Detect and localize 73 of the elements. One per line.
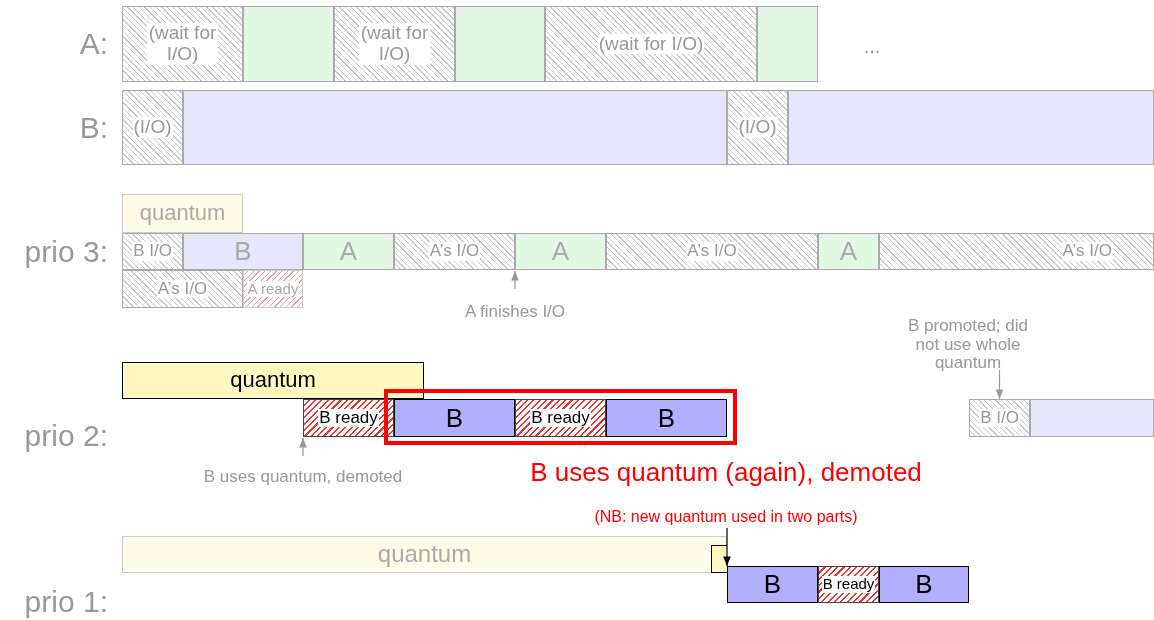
annotation-text: (NB: new quantum used in two parts)	[540, 505, 912, 528]
quantum-bar	[122, 536, 727, 573]
annotation-text: B uses quantum, demoted	[170, 466, 436, 489]
arrow	[995, 369, 1004, 400]
io-wait-segment	[545, 6, 757, 82]
segment-label: A	[838, 237, 859, 266]
segment-label: quantum	[229, 368, 317, 393]
segment-label: B	[914, 570, 934, 599]
annotation-text: A finishes I/O	[440, 301, 590, 323]
segment-label: B	[656, 403, 677, 433]
io-wait-segment	[122, 270, 243, 308]
row-label: prio 1:	[24, 587, 108, 617]
arrow	[299, 437, 307, 457]
segment-label: quantum	[376, 541, 473, 568]
segment-label: (wait for I/O)	[147, 23, 218, 65]
io-wait-segment	[394, 233, 515, 270]
segment-label: B ready	[821, 576, 876, 593]
process-a-segment	[818, 233, 879, 270]
segment-label: B I/O	[132, 242, 173, 261]
io-wait-segment	[879, 233, 1154, 270]
running-segment	[727, 566, 818, 603]
annotation-text: B uses quantum (again), demoted	[530, 459, 922, 485]
row-label: A:	[79, 29, 108, 59]
ready-segment	[818, 566, 879, 603]
row-label: prio 3:	[24, 237, 108, 267]
segment-label: A’s I/O	[686, 242, 738, 261]
segment-label: (wait for I/O)	[597, 33, 705, 55]
io-wait-segment	[606, 233, 818, 270]
process-b-segment	[183, 90, 727, 165]
process-b-segment	[1030, 399, 1154, 437]
segment-label: quantum	[138, 201, 227, 226]
segment-label: B	[762, 570, 783, 599]
segment-label: (wait for I/O)	[359, 23, 430, 65]
segment-label: B	[444, 403, 465, 433]
process-b-segment	[788, 90, 1154, 165]
ready-segment	[243, 270, 303, 308]
running-segment	[879, 566, 969, 603]
running-segment	[606, 399, 727, 437]
io-wait-segment	[969, 399, 1030, 437]
io-wait-segment	[727, 90, 788, 165]
segment-label: A’s I/O	[428, 242, 481, 261]
running-segment	[394, 399, 515, 437]
io-wait-segment	[334, 6, 455, 82]
row-label: ...	[863, 36, 881, 56]
process-b-segment	[183, 233, 303, 270]
process-a-segment	[515, 233, 606, 270]
row-label: prio 2:	[24, 421, 108, 451]
segment-label: A’s I/O	[156, 279, 209, 299]
ready-segment	[515, 399, 606, 437]
segment-label: B ready	[530, 408, 591, 428]
segment-label: A	[338, 237, 359, 266]
io-wait-segment	[122, 6, 243, 82]
process-a-segment	[757, 6, 818, 82]
quantum-bar	[122, 362, 424, 399]
segment-label: (I/O)	[737, 117, 778, 138]
quantum-bar	[122, 194, 243, 233]
segment-label: (I/O)	[132, 117, 173, 138]
io-wait-segment	[122, 90, 183, 165]
process-a-segment	[455, 6, 545, 82]
io-wait-segment	[122, 233, 183, 270]
arrow	[723, 527, 731, 567]
segment-label: A’s I/O	[1061, 242, 1113, 261]
segment-label: B I/O	[979, 408, 1020, 428]
segment-label: A ready	[246, 280, 300, 298]
segment-label: A	[550, 237, 571, 266]
ready-segment	[303, 399, 394, 437]
segment-label: B	[233, 237, 253, 266]
segment-label: B ready	[318, 408, 379, 428]
arrow	[511, 270, 519, 290]
process-a-segment	[243, 6, 334, 82]
row-label: B:	[79, 113, 108, 143]
process-a-segment	[303, 233, 394, 270]
annotation-text: B promoted; did not use whole quantum	[900, 320, 1036, 370]
